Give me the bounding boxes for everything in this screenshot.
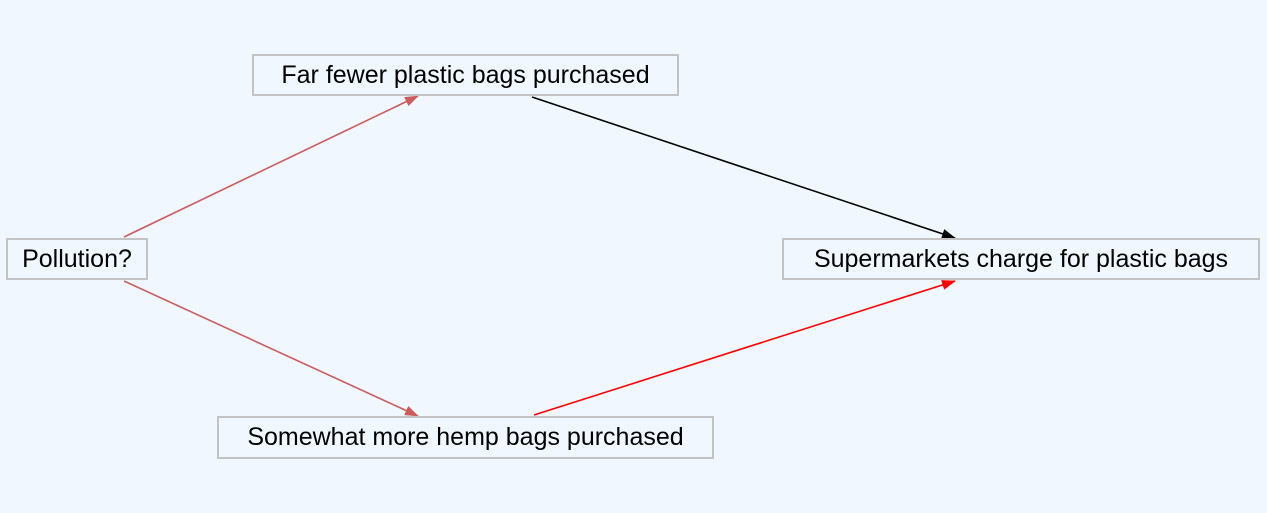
node-fewer-plastic-bags[interactable]: Far fewer plastic bags purchased [252, 54, 679, 96]
edge-fewer-plastic-to-supermarkets [531, 96, 956, 239]
node-pollution[interactable]: Pollution? [6, 238, 148, 280]
edge-pollution-to-fewer-plastic [123, 95, 419, 238]
node-supermarkets-charge[interactable]: Supermarkets charge for plastic bags [782, 238, 1260, 280]
node-more-hemp-bags[interactable]: Somewhat more hemp bags purchased [217, 416, 714, 459]
edge-pollution-to-more-hemp [123, 280, 419, 417]
edge-more-hemp-to-supermarkets [533, 280, 956, 416]
